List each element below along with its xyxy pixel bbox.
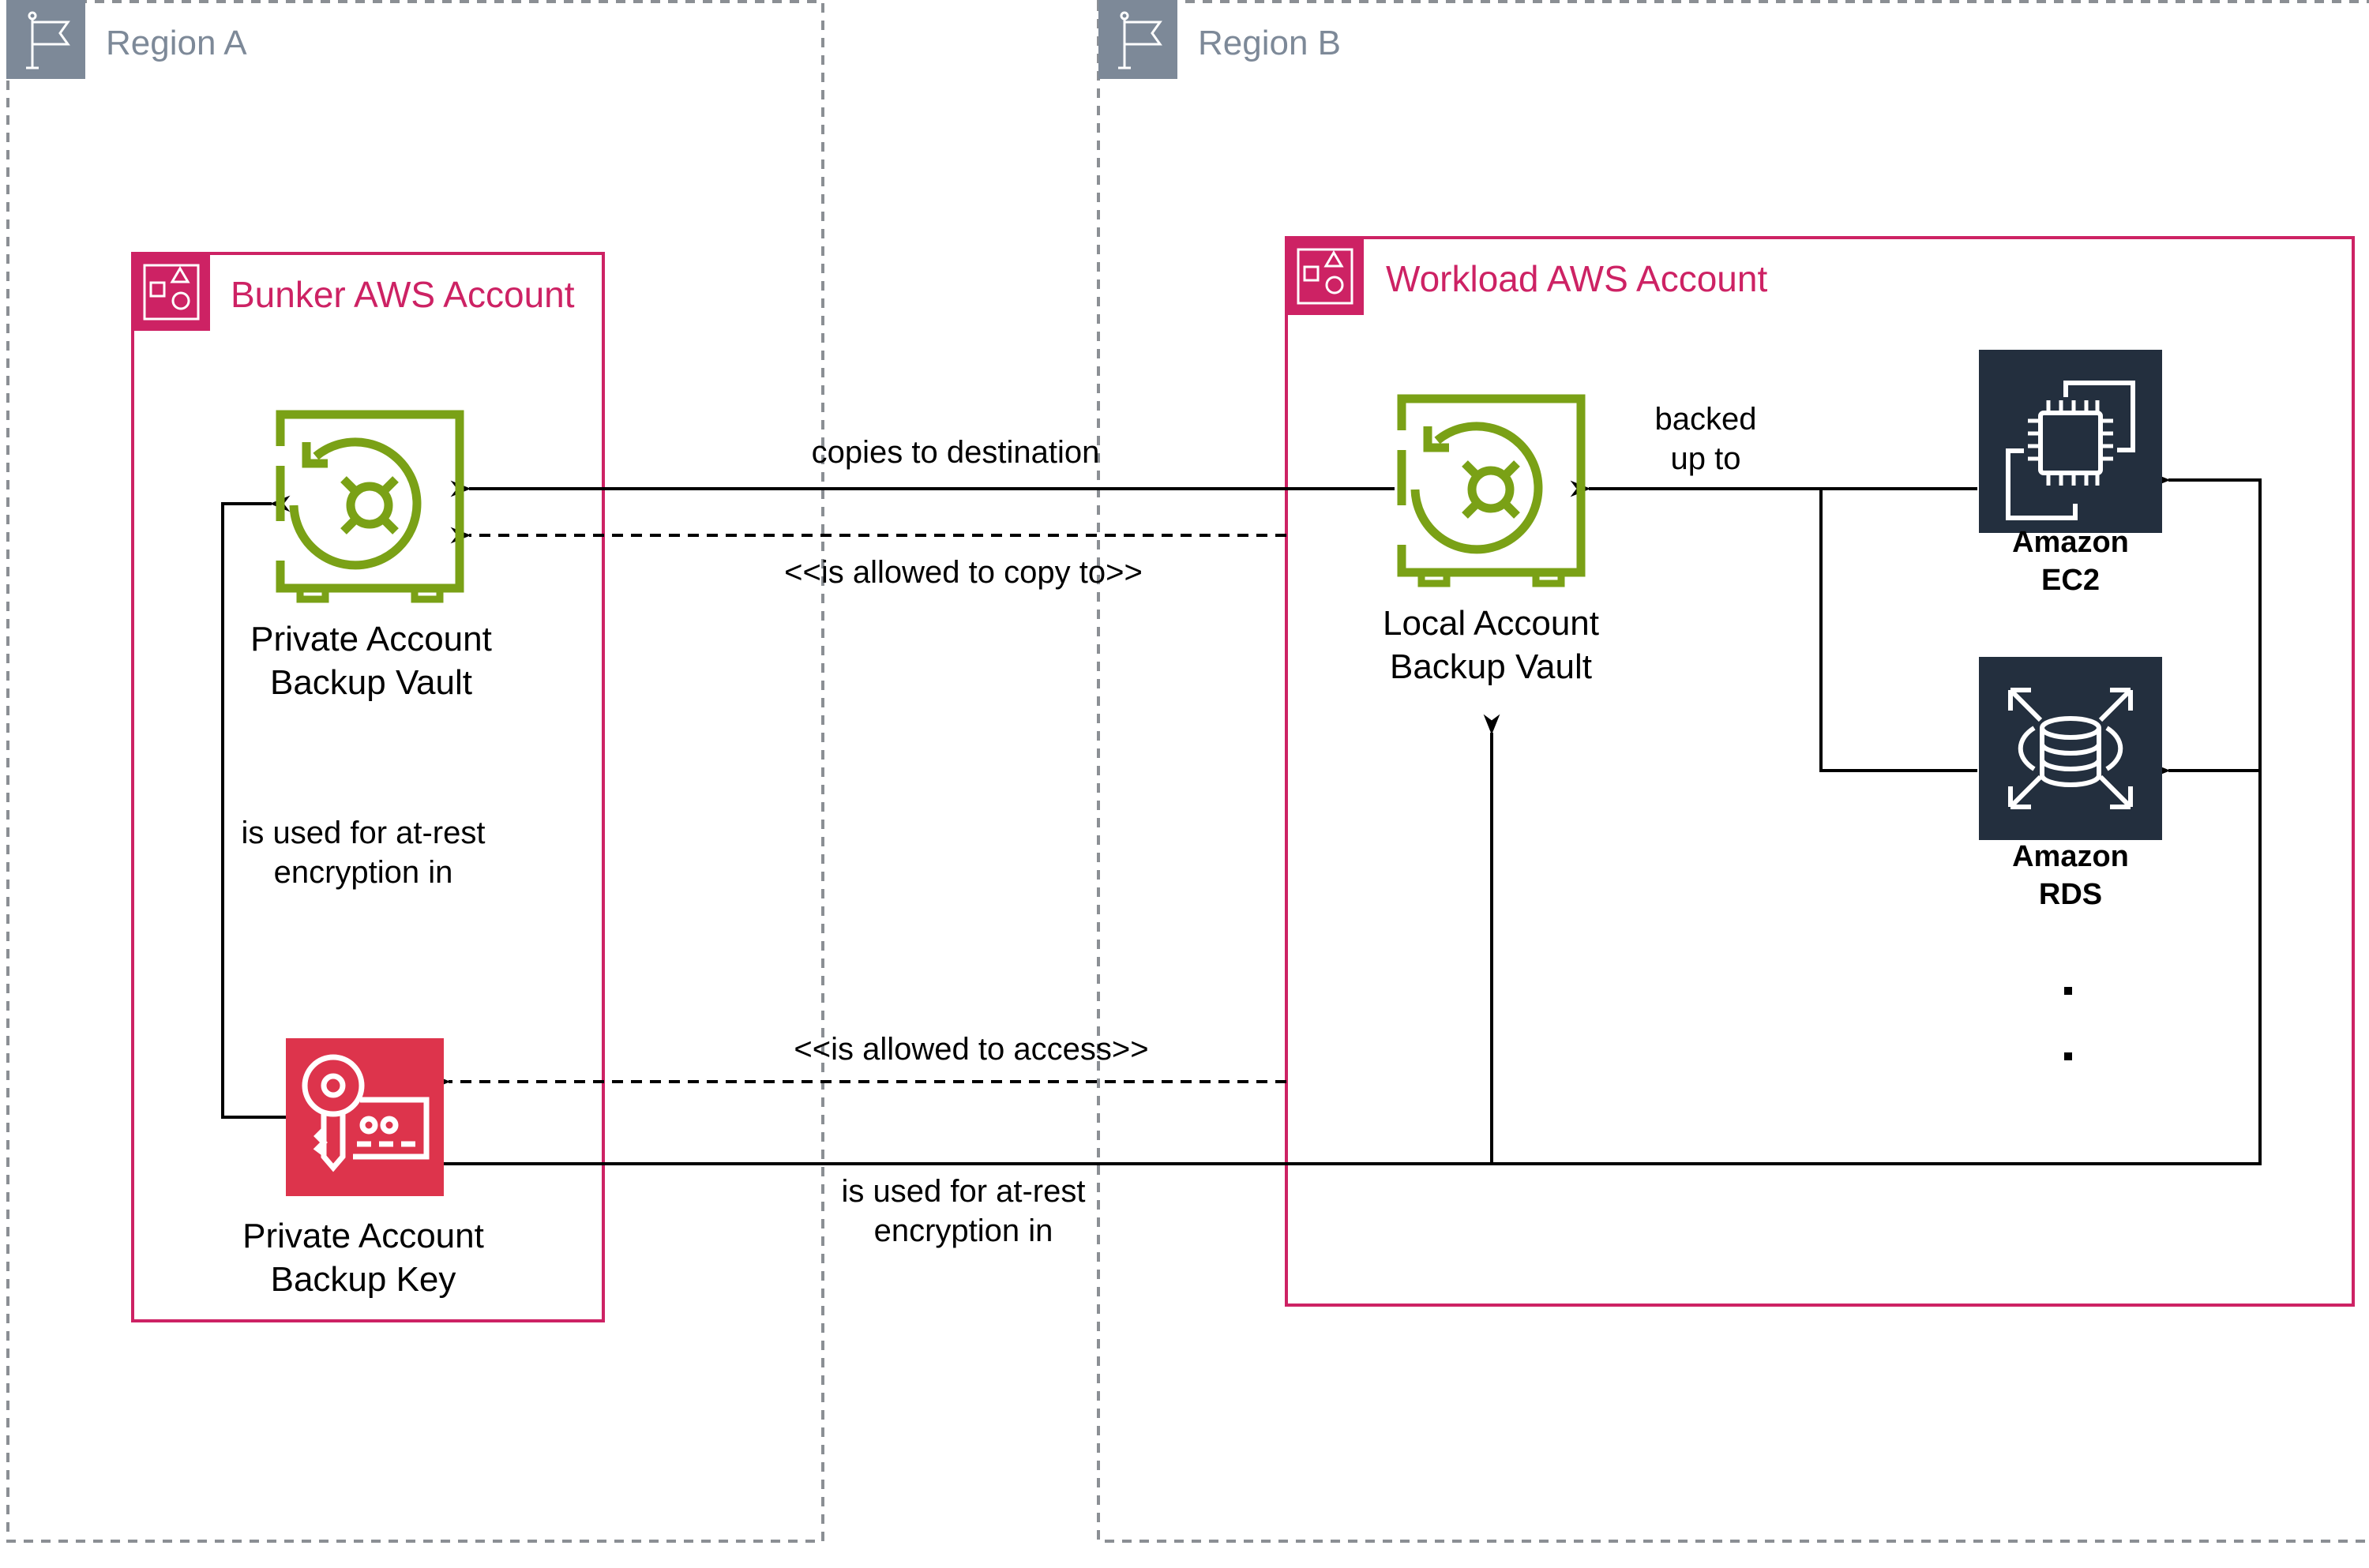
backup-vault-icon[interactable] xyxy=(276,410,464,603)
backup-vault-icon[interactable] xyxy=(1397,394,1586,587)
flag-icon xyxy=(1098,0,1177,79)
more-services-ellipsis xyxy=(2064,987,2072,1060)
private-key-label: Private Account Backup Key xyxy=(242,1217,484,1299)
rds-icon[interactable] xyxy=(1979,657,2162,840)
workload-account-group xyxy=(1285,236,2355,1307)
edge-label-allowed-to-access: <<is allowed to access>> xyxy=(794,1032,1149,1067)
account-shapes-icon xyxy=(133,253,210,331)
edge-label-workload-encryption: is used for at-rest encryption in xyxy=(841,1174,1086,1248)
edge-label-backed-up-to: backed up to xyxy=(1654,402,1757,476)
region-a-label: Region A xyxy=(106,24,247,62)
region-a-group xyxy=(6,0,824,1543)
bunker-account-group xyxy=(131,252,605,1322)
ec2-label: Amazon EC2 xyxy=(2012,526,2129,597)
ec2-icon[interactable] xyxy=(1979,350,2162,533)
edge-label-copies-to-destination: copies to destination xyxy=(811,435,1100,470)
edge-workload-encryption[interactable] xyxy=(444,471,2262,1165)
edge-label-allowed-to-copy: <<is allowed to copy to>> xyxy=(784,555,1143,590)
rds-label: Amazon RDS xyxy=(2012,840,2129,911)
local-vault-label: Local Account Backup Vault xyxy=(1383,604,1599,686)
private-vault-label: Private Account Backup Vault xyxy=(250,620,492,702)
edge-label-bunker-encryption: is used for at-rest encryption in xyxy=(241,816,486,890)
edge-backed-up-to-rds[interactable] xyxy=(1819,489,1977,772)
edge-bunker-encryption[interactable] xyxy=(221,495,291,1119)
workload-account-boundary xyxy=(1285,236,2355,1307)
flag-icon xyxy=(6,0,85,79)
workload-account-label: Workload AWS Account xyxy=(1386,258,1768,299)
kms-key-icon[interactable] xyxy=(286,1038,444,1196)
bunker-account-label: Bunker AWS Account xyxy=(231,274,575,315)
edges xyxy=(221,471,2262,1165)
region-b-label: Region B xyxy=(1198,24,1342,62)
region-a-boundary xyxy=(6,0,824,1543)
region-b-group xyxy=(1097,0,2369,1543)
account-shapes-icon xyxy=(1286,238,1364,315)
region-b-boundary xyxy=(1097,0,2369,1543)
bunker-account-boundary xyxy=(131,252,605,1322)
